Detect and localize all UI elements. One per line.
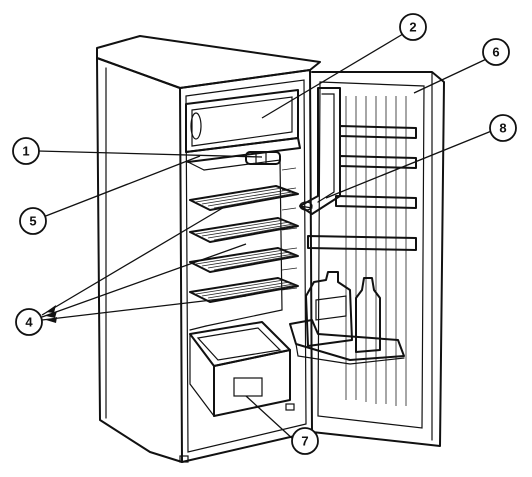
cabinet-foot-right bbox=[286, 404, 294, 410]
leader-7 bbox=[246, 396, 294, 440]
freezer-door bbox=[186, 90, 298, 152]
cabinet-top bbox=[97, 36, 320, 88]
freezer-drip-tray bbox=[186, 138, 300, 162]
door-shelves bbox=[308, 126, 416, 250]
callout-6: 6 bbox=[483, 39, 509, 65]
refrigerator-door bbox=[312, 72, 444, 446]
callout-2-label: 2 bbox=[409, 20, 416, 35]
callout-6-label: 6 bbox=[492, 45, 499, 60]
crisper-handle bbox=[234, 378, 262, 396]
leader-4c bbox=[42, 296, 246, 320]
leader-8 bbox=[326, 130, 494, 198]
door-shelf-bar bbox=[308, 236, 416, 250]
callout-8-label: 8 bbox=[499, 121, 506, 136]
callout-2: 2 bbox=[400, 14, 426, 40]
callout-5-label: 5 bbox=[29, 214, 36, 229]
callout-7-label: 7 bbox=[301, 434, 308, 449]
door-bottle-bin bbox=[290, 272, 404, 364]
crisper-front bbox=[214, 350, 290, 416]
leader-5 bbox=[38, 156, 200, 219]
door-shelf-bar bbox=[340, 126, 416, 138]
freezer-door-panel bbox=[192, 97, 292, 146]
callout-4: 4 bbox=[16, 309, 42, 335]
freezer-compartment bbox=[186, 90, 300, 162]
crisper-drawer bbox=[190, 322, 290, 416]
callout-7: 7 bbox=[292, 428, 318, 454]
callout-8: 8 bbox=[490, 115, 516, 141]
callout-1: 1 bbox=[13, 138, 39, 164]
callout-1-label: 1 bbox=[22, 144, 29, 159]
wire-shelf bbox=[190, 218, 298, 242]
leader-1 bbox=[38, 151, 262, 157]
leader-6 bbox=[414, 55, 495, 93]
callout-5: 5 bbox=[20, 208, 46, 234]
wire-shelf bbox=[190, 186, 298, 210]
callout-4-label: 4 bbox=[25, 315, 33, 330]
crisper-cover bbox=[190, 322, 290, 366]
cabinet-left-side bbox=[97, 58, 182, 462]
